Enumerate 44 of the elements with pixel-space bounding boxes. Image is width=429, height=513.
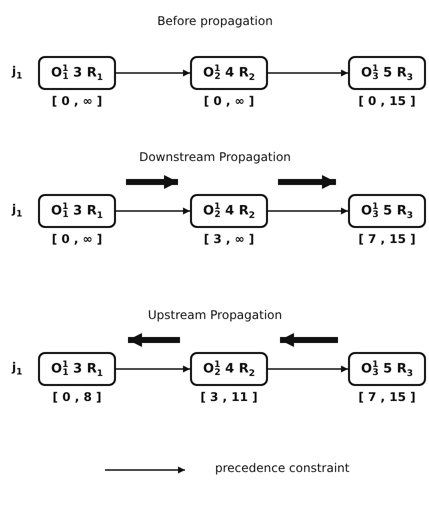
operation-label: O$^{1}$$_{2}$ 4 R$_{2}$ [203,360,255,378]
job-label: j$_{1}$ [12,202,22,220]
precedence-arrow [268,70,348,76]
precedence-arrow [116,70,190,76]
block-arrow [280,333,338,347]
operation-label: O$^{1}$$_{1}$ 3 R$_{1}$ [51,360,103,378]
legend-label: precedence constraint [215,461,350,475]
operation-box [38,56,116,90]
operation-box [190,352,268,386]
operation-box [348,56,426,90]
time-window-label: [ 0 , 8 ] [52,390,102,404]
operation-label: O$^{1}$$_{2}$ 4 R$_{2}$ [203,64,255,82]
operation-box [38,194,116,228]
block-arrow [278,175,336,189]
time-window-label: [ 3 , 11 ] [200,390,258,404]
job-label: j$_{1}$ [12,360,22,378]
operation-label: O$^{1}$$_{3}$ 5 R$_{3}$ [361,202,413,220]
block-arrow [126,175,178,189]
operation-label: O$^{1}$$_{2}$ 4 R$_{2}$ [203,202,255,220]
operation-label: O$^{1}$$_{3}$ 5 R$_{3}$ [361,64,413,82]
operation-box [348,352,426,386]
operation-label: O$^{1}$$_{1}$ 3 R$_{1}$ [51,202,103,220]
time-window-label: [ 0 , 15 ] [358,94,416,108]
operation-label: O$^{1}$$_{3}$ 5 R$_{3}$ [361,360,413,378]
operation-box [190,56,268,90]
time-window-label: [ 7 , 15 ] [358,390,416,404]
precedence-arrow [116,208,190,214]
section-heading: Downstream Propagation [139,150,291,164]
time-window-label: [ 3 , ∞ ] [204,232,254,246]
precedence-arrow [268,366,348,372]
block-arrow [128,333,180,347]
operation-label: O$^{1}$$_{1}$ 3 R$_{1}$ [51,64,103,82]
operation-box [190,194,268,228]
section-heading: Upstream Propagation [148,308,282,322]
time-window-label: [ 7 , 15 ] [358,232,416,246]
time-window-label: [ 0 , ∞ ] [204,94,254,108]
job-label: j$_{1}$ [12,64,22,82]
precedence-arrow [116,366,190,372]
time-window-label: [ 0 , ∞ ] [52,94,102,108]
time-window-label: [ 0 , ∞ ] [52,232,102,246]
section-heading: Before propagation [157,14,273,28]
precedence-arrow [268,208,348,214]
operation-box [38,352,116,386]
operation-box [348,194,426,228]
